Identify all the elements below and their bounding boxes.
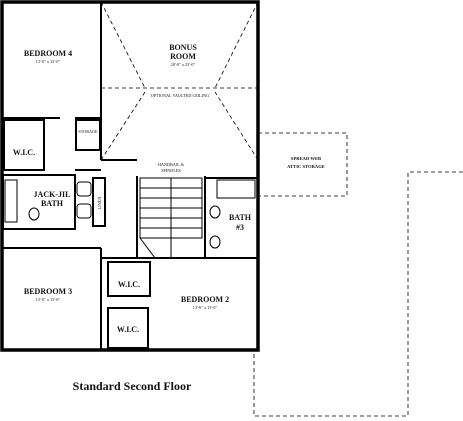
vaulted-ceiling-label: OPTIONAL VAULTED CEILING: [151, 93, 209, 98]
attic-line1: SPREAD WEB: [291, 156, 321, 161]
lower-level-outline: [253, 171, 463, 417]
bonus-dims: 20'-0" x 23'-0": [171, 62, 196, 67]
vaulted-ceiling-lines: [100, 1, 259, 161]
storage-label: STORAGE: [78, 129, 98, 134]
wic1-label: W.I.C.: [13, 148, 35, 157]
exterior-walls: [0, 0, 260, 352]
handrail-line2: SPINDLES: [161, 168, 181, 173]
bedroom3-name: BEDROOM 3: [24, 287, 72, 296]
bedroom2-dims: 13'-6" x 13'-0": [193, 305, 218, 310]
attic-storage-outline: [258, 132, 348, 197]
wic3-label: W.I.C.: [117, 325, 139, 334]
bonus-name-line2: ROOM: [170, 52, 196, 61]
staircase: [139, 177, 203, 259]
wic2-label: W.I.C.: [118, 280, 140, 289]
plan-caption: Standard Second Floor: [73, 379, 192, 393]
handrail-line1: HANDRAIL &: [158, 162, 185, 167]
bedroom4-dims: 13'-0" x 13'-0": [36, 59, 61, 64]
jackjill-line1: JACK-JIL: [34, 190, 71, 199]
jackjill-line2: BATH: [41, 199, 64, 208]
bath3-line1: BATH: [229, 213, 252, 222]
attic-line2: ATTIC STORAGE: [287, 164, 325, 169]
bath-fixtures: [4, 179, 256, 249]
bedroom3-dims: 13'-0" x 13'-6": [36, 297, 61, 302]
bedroom2-name: BEDROOM 2: [181, 295, 229, 304]
bonus-name-line1: BONUS: [169, 43, 197, 52]
bath3-line2: #3: [236, 223, 244, 232]
bedroom4-name: BEDROOM 4: [24, 49, 72, 58]
linen-label: LINEN: [97, 197, 102, 210]
interior-walls: [2, 2, 259, 350]
